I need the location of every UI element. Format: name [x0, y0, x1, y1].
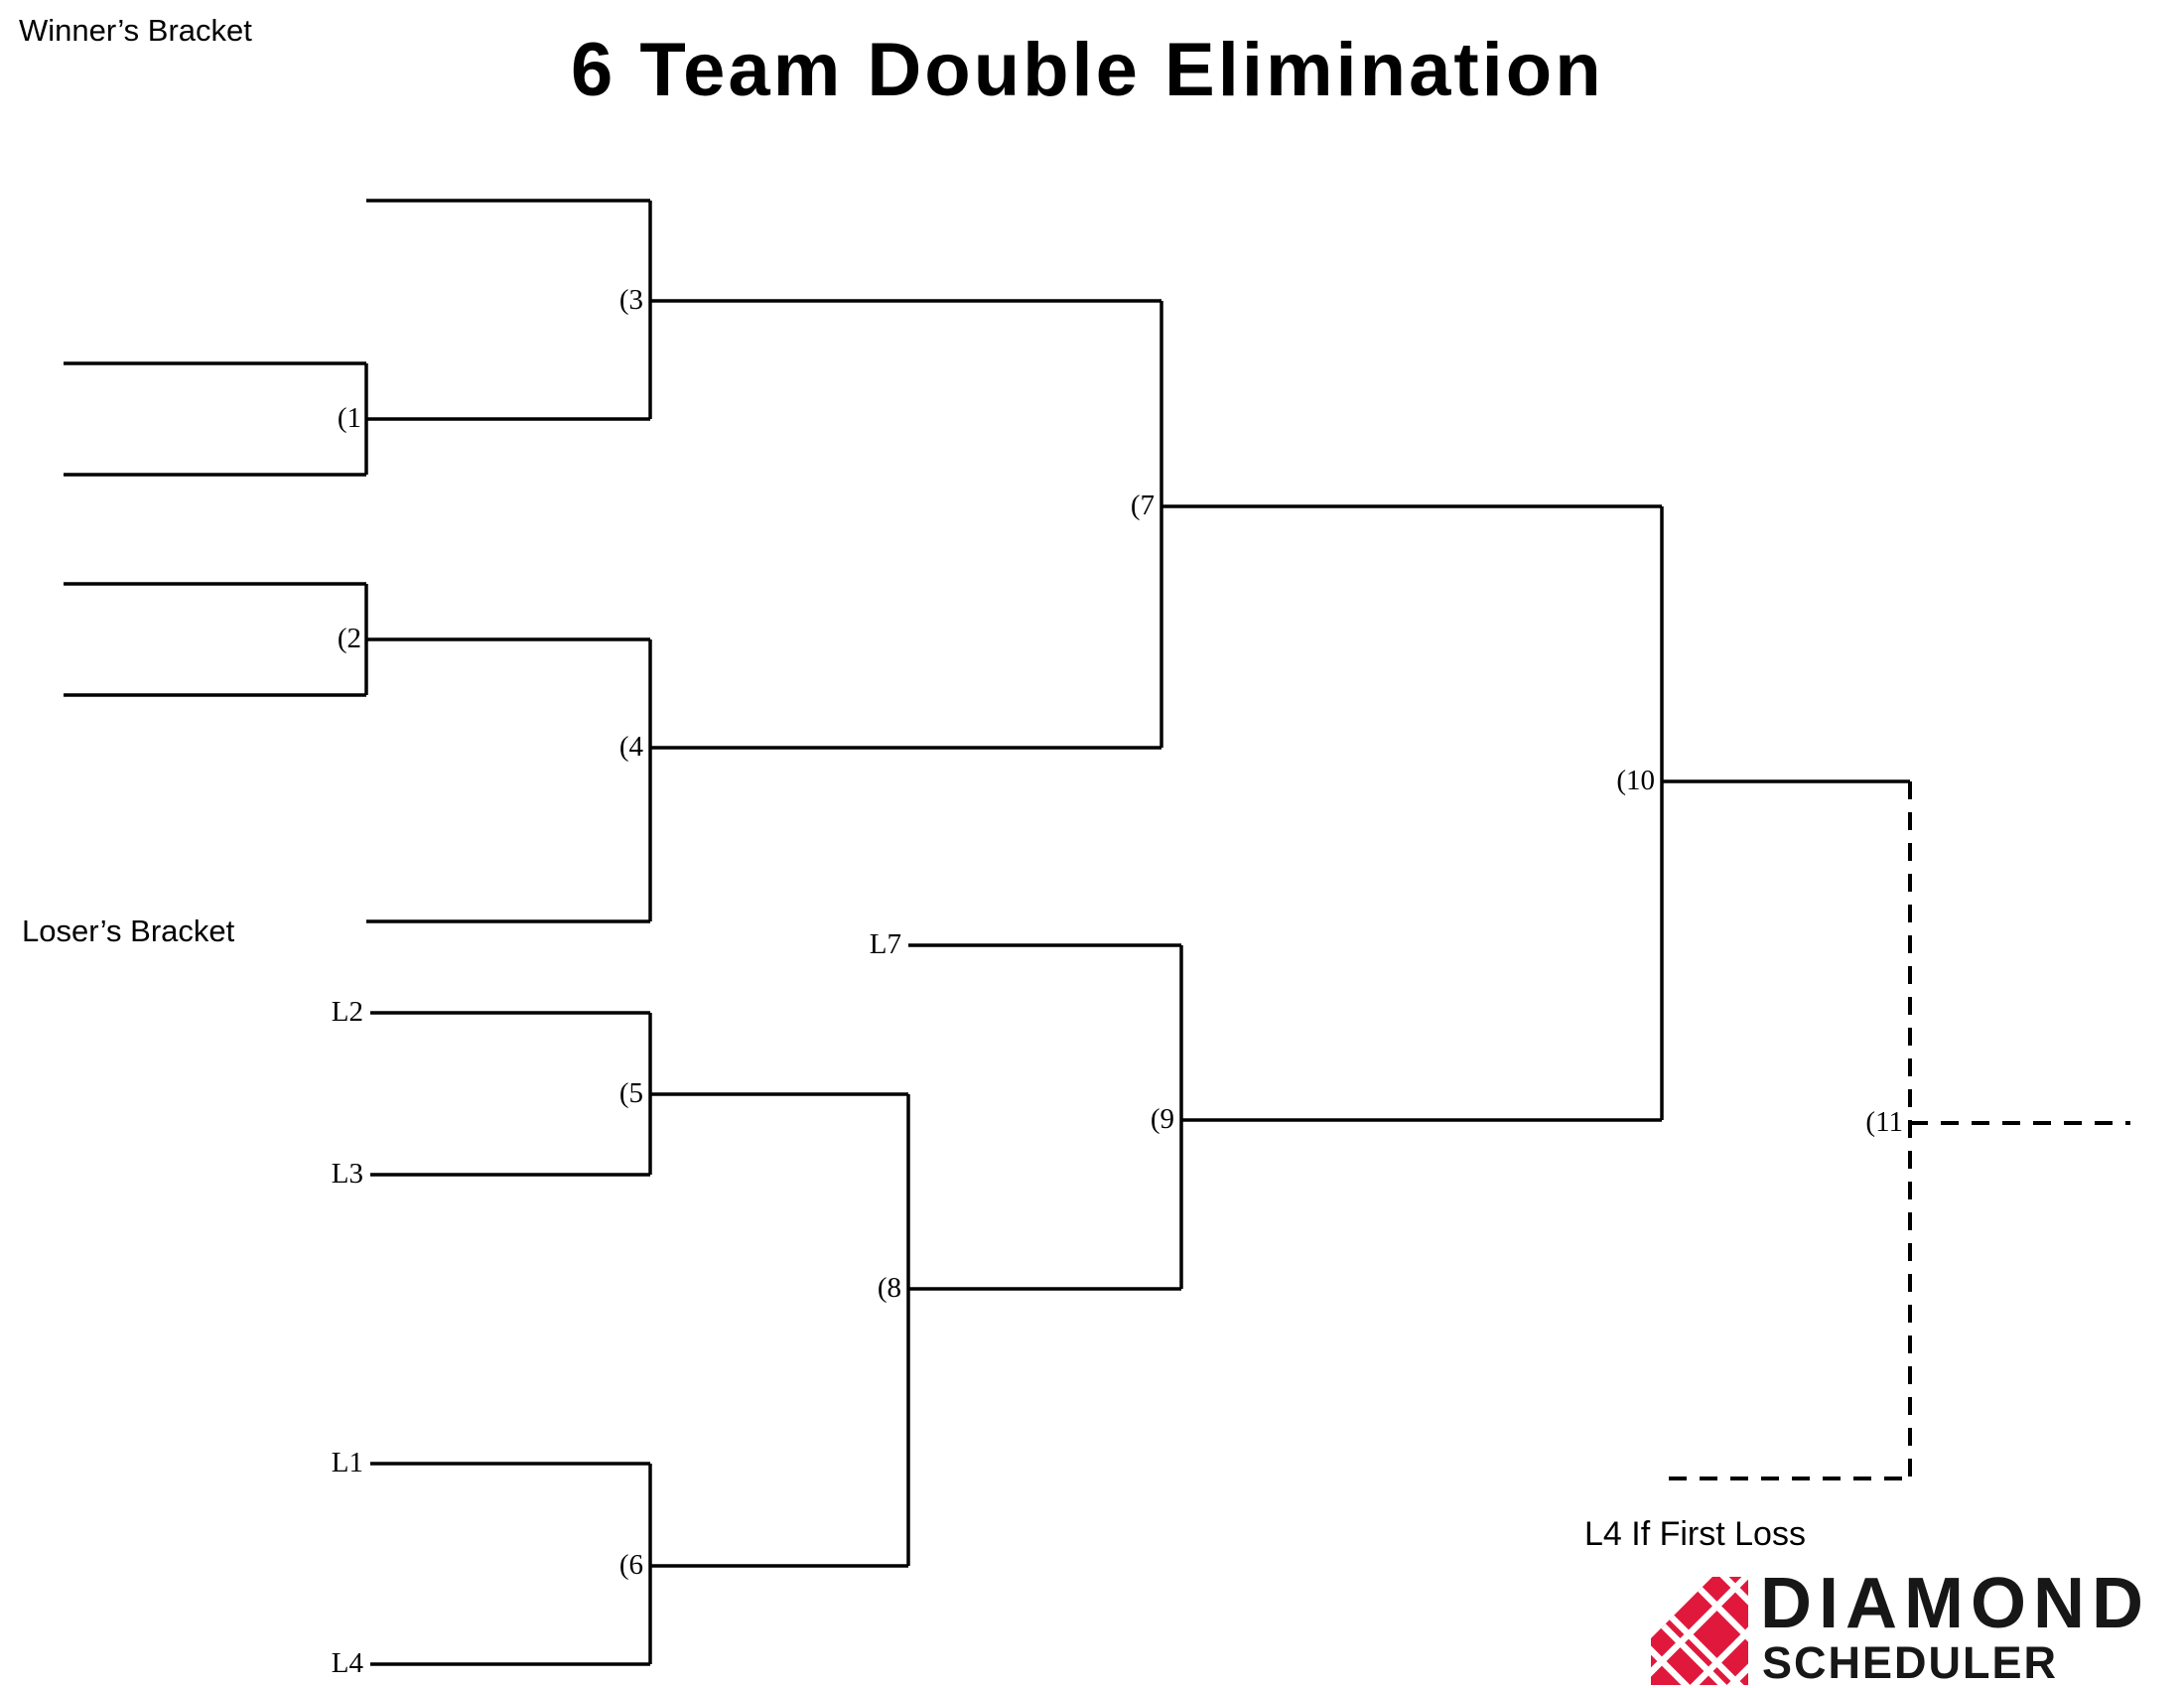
losers-bracket-heading: Loser’s Bracket	[22, 914, 235, 948]
loser-slot-label-l2: L2	[331, 995, 363, 1028]
match-label-1: (1	[337, 401, 361, 434]
match-label-10: (10	[1616, 764, 1655, 796]
match-label-4: (4	[618, 730, 643, 763]
match-label-2: (2	[337, 622, 361, 654]
match-label-3: (3	[618, 283, 643, 316]
loser-slot-label-l7: L7	[869, 927, 901, 960]
loser-slot-label-l4: L4	[331, 1646, 363, 1679]
l4-first-loss-note: L4 If First Loss	[1584, 1515, 1806, 1553]
match-label-7: (7	[1130, 489, 1155, 521]
loser-slot-label-l1: L1	[331, 1446, 363, 1478]
diamond-scheduler-logo: DIAMOND SCHEDULER	[1651, 1568, 2184, 1688]
logo-sub-text: SCHEDULER	[1762, 1637, 2059, 1688]
loser-slot-label-l3: L3	[331, 1157, 363, 1190]
match-label-6: (6	[618, 1548, 643, 1581]
match-label-11: (11	[1865, 1105, 1903, 1138]
match-label-5: (5	[618, 1076, 643, 1109]
match-label-8: (8	[877, 1271, 901, 1304]
page-title: 6 Team Double Elimination	[571, 28, 1604, 112]
winners-bracket-heading: Winner’s Bracket	[19, 13, 252, 48]
diamond-gem-icon	[1651, 1577, 1748, 1685]
logo-brand-text: DIAMOND	[1760, 1564, 2150, 1643]
match-label-9: (9	[1150, 1102, 1174, 1135]
